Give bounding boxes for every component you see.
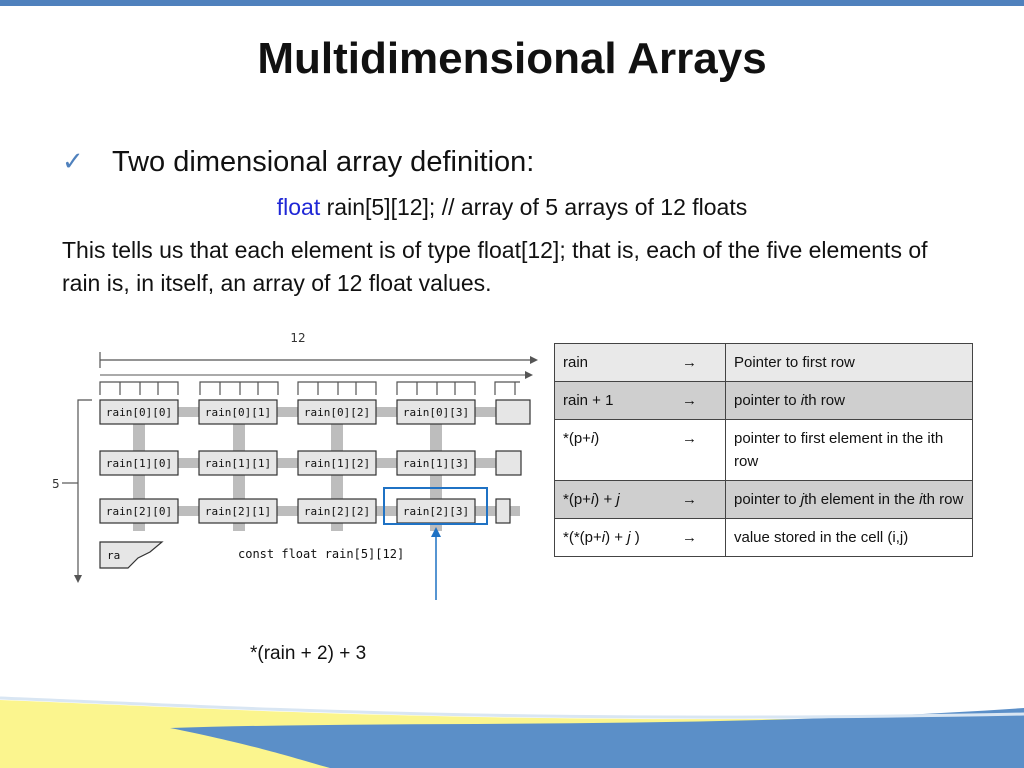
array-cell-label: rain[2][2] (304, 505, 370, 518)
arrow-right-icon: → (682, 392, 697, 409)
array-cell-box (396, 498, 476, 524)
array-cell-label: rain[2][0] (106, 505, 172, 518)
array-cell-label: rain[1][1] (205, 457, 271, 470)
code-declaration: float rain[5][12]; // array of 5 arrays … (0, 194, 1024, 221)
expr-cell: rain + 1→ (554, 381, 726, 420)
expr-cell: *(*(p+i) + j )→ (554, 518, 726, 557)
desc-cell: pointer to ith row (725, 381, 973, 420)
arrow-right-icon: → (682, 430, 697, 447)
array-cell-label: rain[0][2] (304, 406, 370, 419)
array-cell-box (297, 399, 377, 425)
pointer-expression-label: *(rain + 2) + 3 (250, 643, 367, 664)
expr-cell: rain→ (554, 343, 726, 382)
desc-cell: pointer to first element in the ith row (725, 419, 973, 481)
array-cell-box (198, 399, 278, 425)
desc-cell: value stored in the cell (i,j) (725, 518, 973, 557)
column-dimension-label: 12 (290, 331, 305, 345)
table-row: rain→ Pointer to first row (554, 343, 973, 382)
array-cell-box (99, 498, 179, 524)
explanation-paragraph: This tells us that each element is of ty… (62, 237, 928, 296)
slide-title: Multidimensional Arrays (257, 34, 767, 83)
desc-cell: pointer to jth element in the ith row (725, 480, 973, 519)
column-dimension-line (99, 352, 530, 368)
expr-cell: *(p+i) + j→ (554, 480, 726, 519)
column-brackets (99, 381, 520, 395)
row-dimension-label: 5 (52, 477, 60, 491)
array-cell-label: rain[0][0] (106, 406, 172, 419)
array-cell-box (198, 450, 278, 476)
array-cell-label: rain[1][0] (106, 457, 172, 470)
expr-cell: *(p+i)→ (554, 419, 726, 481)
array-cell-label: rain[1][3] (403, 457, 469, 470)
diagram-caption: const float rain[5][12] (238, 547, 404, 561)
table-row: *(*(p+i) + j )→ value stored in the cell… (554, 518, 973, 557)
array-cells: rain[0][0] rain[0][1] rain[0][2] rain[0][3]… (99, 399, 476, 524)
array-cell-box (396, 450, 476, 476)
array-cell-box (396, 399, 476, 425)
bullet-text: Two dimensional array definition: (112, 146, 535, 178)
table-row: *(p+i) + j→ pointer to jth element in th… (554, 480, 973, 519)
checkmark-icon: ✓ (62, 146, 84, 176)
array-cell-box (297, 450, 377, 476)
desc-cell: Pointer to first row (725, 343, 973, 382)
row-dimension-line (62, 399, 92, 575)
partial-cell-label: ra (107, 549, 120, 562)
array-cell-label: rain[0][3] (403, 406, 469, 419)
highlight-box (383, 487, 488, 525)
array-cell-label: rain[2][3] (403, 505, 469, 518)
arrow-right-icon: → (682, 491, 697, 508)
code-rest: rain[5][12]; // array of 5 arrays of 12 … (320, 194, 748, 220)
array-cell-box (99, 399, 179, 425)
array-cell-label: rain[1][2] (304, 457, 370, 470)
array-cell-box (99, 450, 179, 476)
array-cell-box (297, 498, 377, 524)
array-memory-diagram: 12 5 rain[0][0]rain[0][1]rain[0][2]rai (52, 331, 538, 600)
array-cell-label: rain[2][1] (205, 505, 271, 518)
table-row: rain + 1→ pointer to ith row (554, 381, 973, 420)
top-accent-bar (0, 0, 1024, 6)
code-keyword: float (276, 194, 321, 220)
pointer-notation-table: rain→ Pointer to first row rain + 1→ poi… (554, 343, 973, 557)
array-cell-box (198, 498, 278, 524)
array-cell-label: rain[0][1] (205, 406, 271, 419)
table-row: *(p+i)→ pointer to first element in the … (554, 419, 973, 481)
bottom-wave-decoration (0, 696, 1024, 768)
arrow-right-icon: → (682, 354, 697, 371)
pointer-arrow (435, 532, 437, 600)
arrow-right-icon: → (682, 529, 697, 546)
